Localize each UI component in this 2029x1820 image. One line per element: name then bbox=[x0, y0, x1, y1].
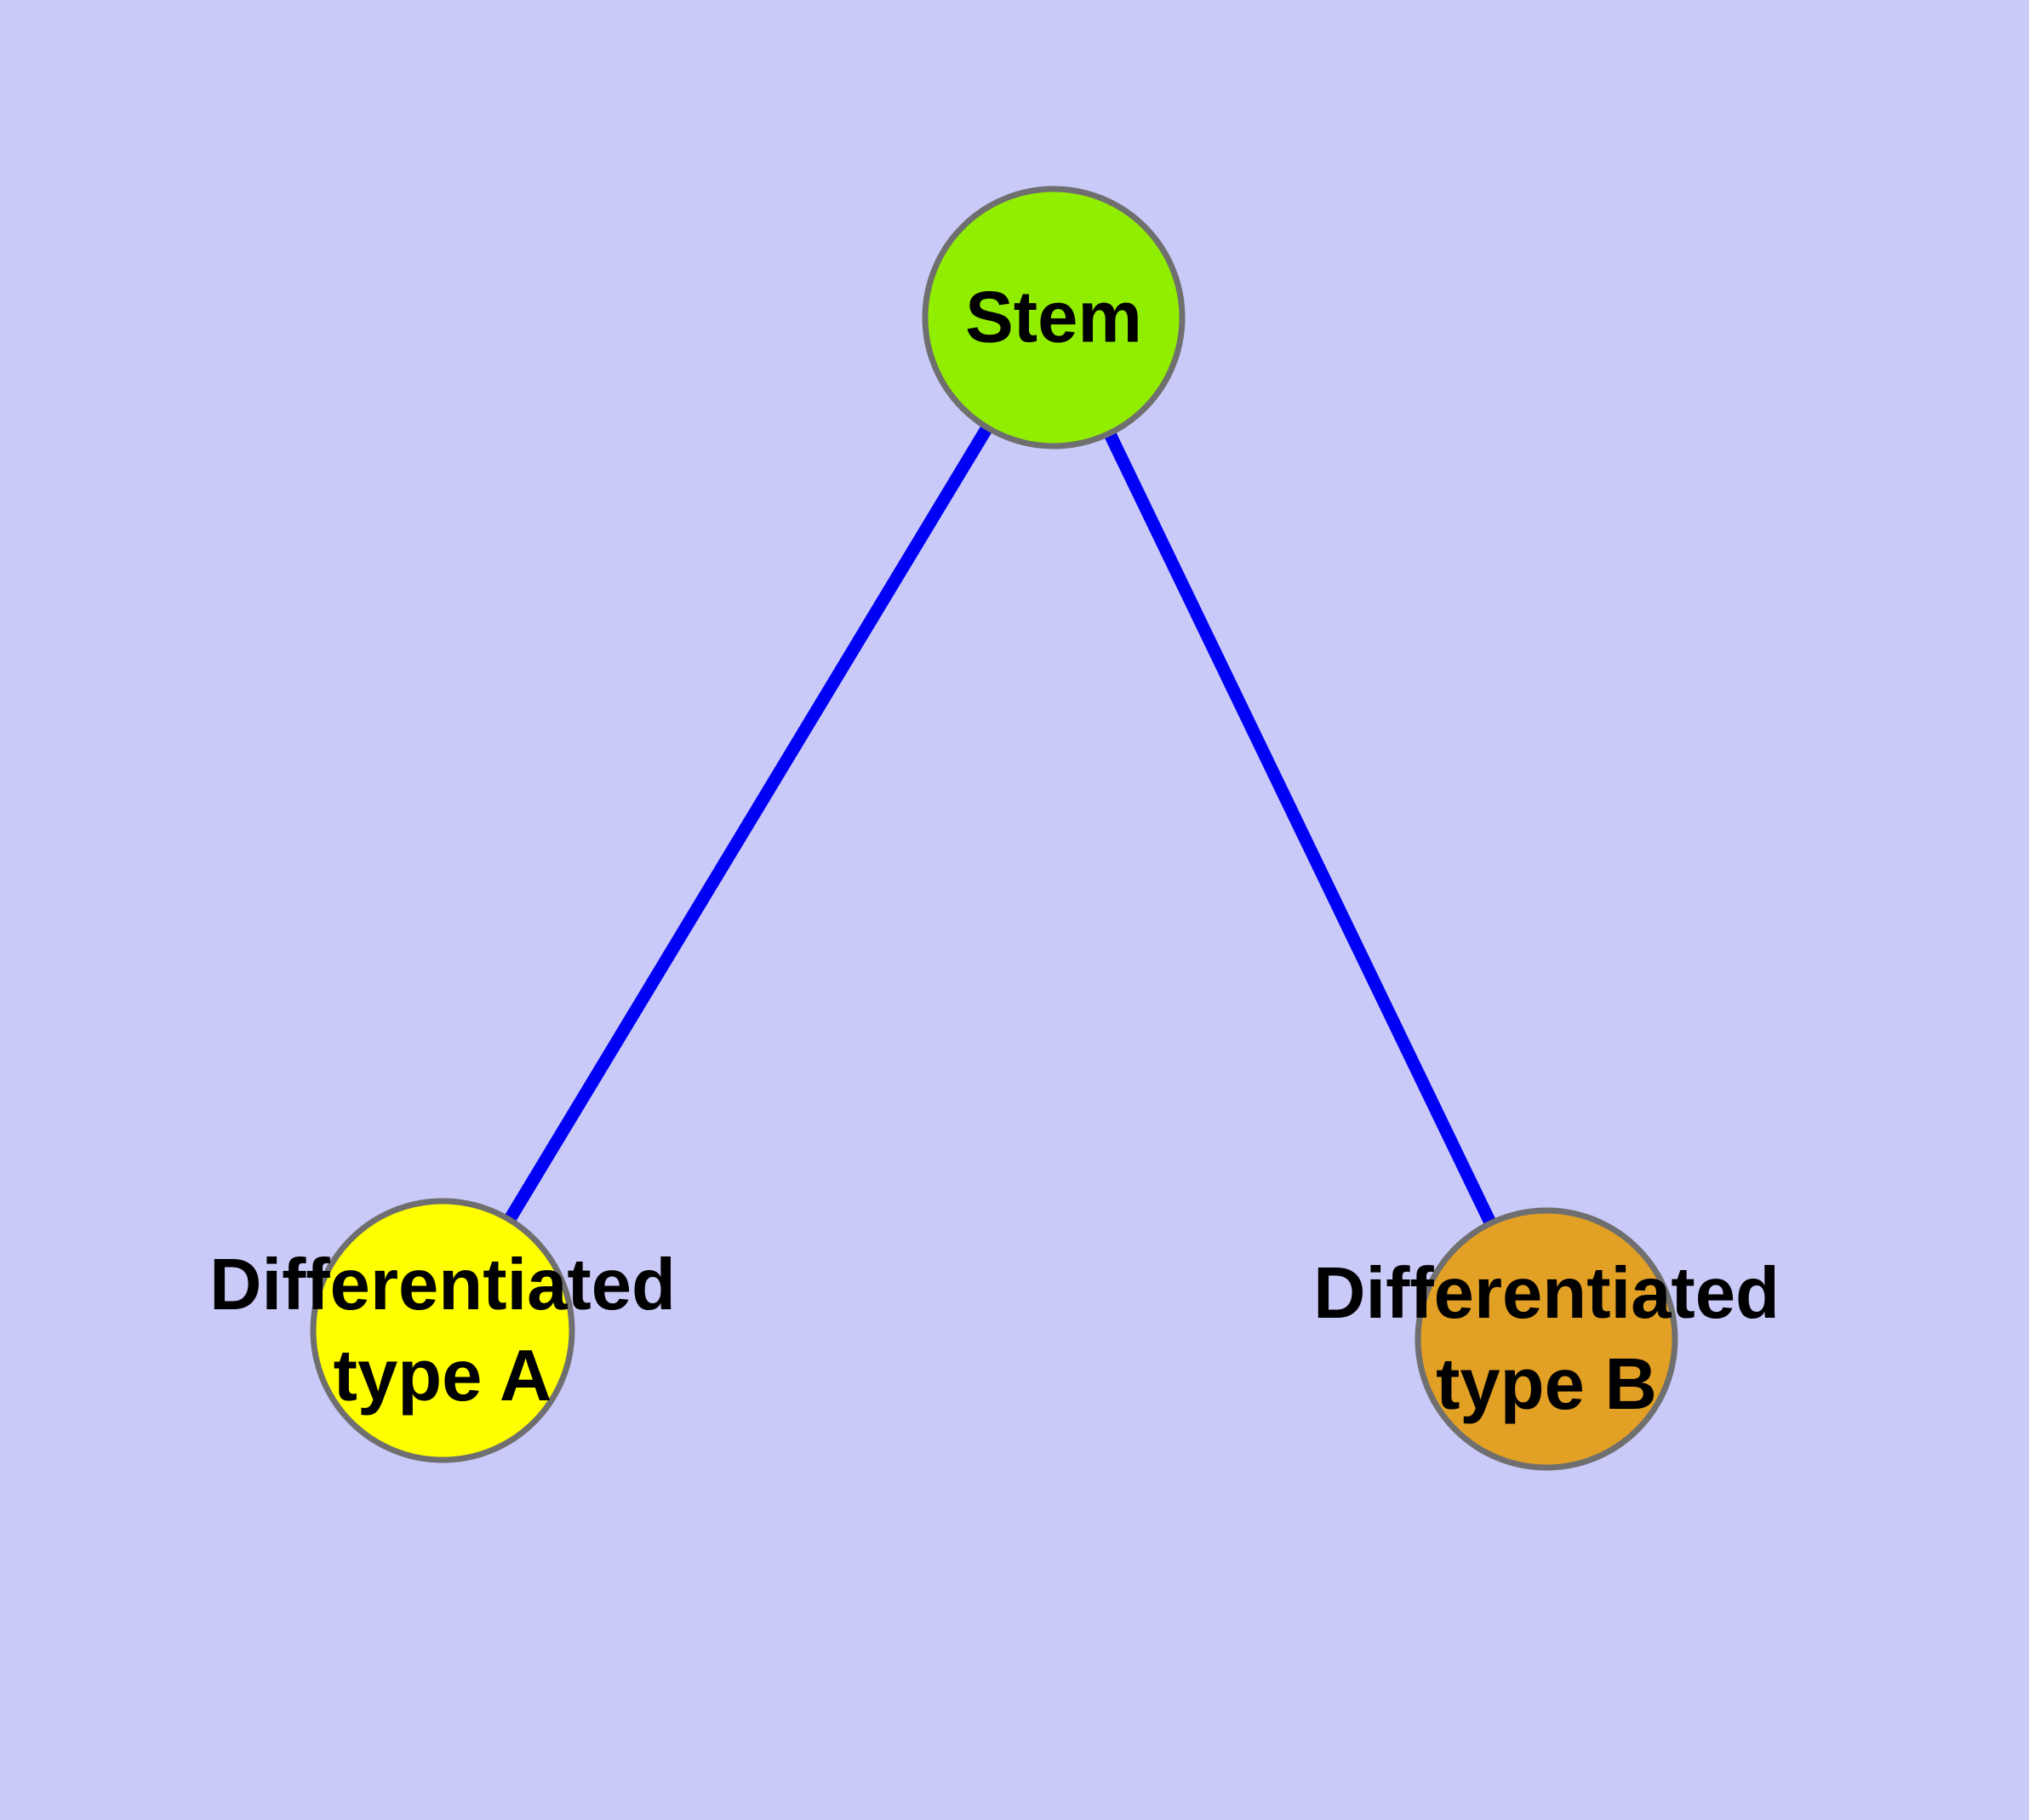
node-typeB-circle bbox=[1415, 1207, 1678, 1471]
edge-stem-to-typeA bbox=[437, 314, 1060, 1334]
edge-stem-to-typeB bbox=[1048, 314, 1552, 1342]
node-typeA-circle bbox=[310, 1198, 575, 1463]
node-stem-circle bbox=[922, 186, 1186, 449]
